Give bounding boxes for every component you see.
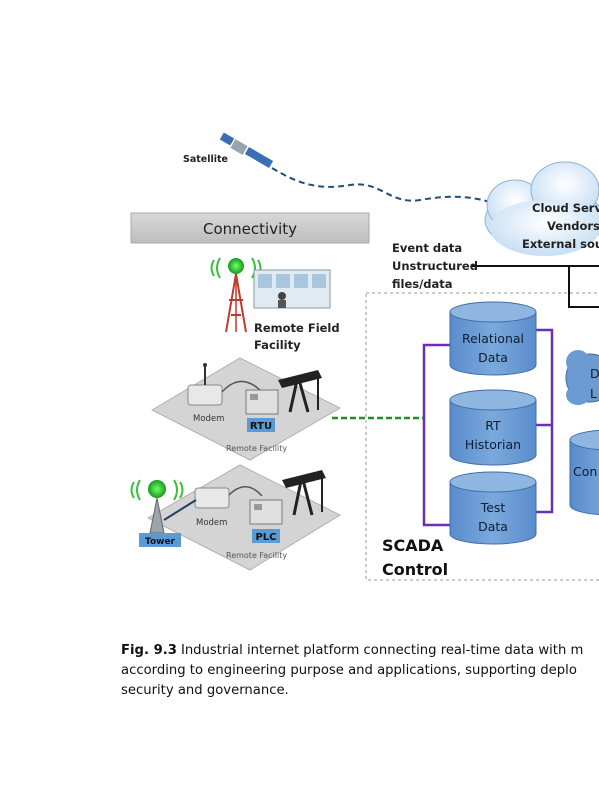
modem-icon — [194, 487, 230, 509]
plc-badge — [252, 529, 280, 543]
db-bracket-left — [422, 343, 452, 527]
scada-boundary — [365, 292, 599, 581]
test-data-cylinder — [449, 471, 537, 545]
caption-text-line1: Industrial internet platform connecting … — [180, 643, 584, 658]
remote-facility-bottom: Modem PLC Remote Facility — [146, 464, 342, 571]
plc-label: PLC — [255, 532, 276, 543]
connectivity-header-box — [130, 212, 370, 244]
event-data-connector — [472, 265, 599, 308]
connectivity-label: Connectivity — [203, 220, 297, 238]
db-bracket-right — [536, 328, 554, 514]
data-lake-cloud-partial — [565, 350, 599, 405]
data-lake-line1: D — [590, 366, 599, 381]
pump-jack-icon — [282, 470, 326, 516]
remote-field-facility-line2: Facility — [254, 338, 301, 352]
event-data-line3: files/data — [392, 277, 453, 291]
cloud-label-line2: Vendors — [547, 219, 599, 233]
rt-historian-line2: Historian — [465, 437, 521, 452]
facility-label-top: Remote Facility — [226, 444, 287, 453]
facility-label-bottom: Remote Facility — [226, 551, 287, 560]
satellite-label: Satellite — [183, 154, 228, 165]
modem-label-bottom: Modem — [196, 518, 227, 528]
rt-historian-line1: RT — [485, 418, 501, 433]
scada-label-line1: SCADA — [382, 536, 444, 555]
tower-label: Tower — [145, 537, 176, 547]
test-data-line1: Test — [480, 500, 506, 515]
tower-badge — [139, 533, 181, 547]
relational-data-line1: Relational — [462, 331, 524, 346]
remote-field-facility-line1: Remote Field — [254, 321, 340, 335]
scada-label-line2: Control — [382, 560, 448, 579]
rtu-label: RTU — [250, 421, 272, 432]
caption-line3: security and governance. — [121, 683, 289, 698]
satellite-icon — [219, 132, 274, 168]
relational-data-line2: Data — [478, 350, 508, 365]
partial-cylinder-label: Con — [573, 464, 597, 479]
test-data-line2: Data — [478, 519, 508, 534]
tower-icon — [130, 479, 197, 534]
plc-icon — [249, 499, 283, 525]
pump-jack-icon — [278, 370, 322, 413]
remote-field-building-icon — [253, 269, 331, 309]
rt-historian-cylinder — [449, 389, 537, 466]
cloud-services-icon — [484, 161, 599, 256]
modem-icon — [187, 363, 223, 406]
system-diagram: Satellite Cloud Serv Vendors External so… — [130, 132, 599, 581]
satellite-link — [271, 167, 501, 206]
radio-tower-icon — [210, 257, 262, 333]
modem-label-top: Modem — [193, 414, 224, 424]
event-data-line2: Unstructured — [392, 259, 478, 273]
partial-cylinder — [569, 429, 599, 516]
rtu-icon — [245, 389, 279, 415]
figure-number: Fig. 9.3 — [121, 643, 177, 658]
cloud-label-line1: Cloud Serv — [532, 201, 599, 215]
rtu-badge — [247, 418, 275, 432]
data-lake-line2: L — [590, 386, 597, 401]
event-data-line1: Event data — [392, 241, 462, 255]
remote-facility-top: Modem RTU Remote Facility — [150, 357, 342, 461]
relational-data-cylinder — [449, 301, 537, 376]
cloud-label-line3: External sou — [522, 237, 599, 251]
caption-line2: according to engineering purpose and app… — [121, 663, 577, 678]
